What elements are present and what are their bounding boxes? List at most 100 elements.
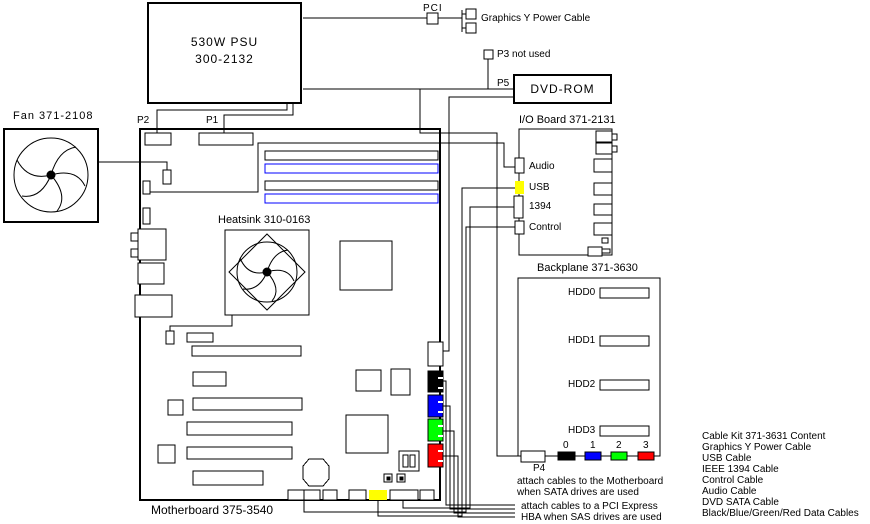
led-display	[398, 450, 420, 472]
io-board-label: I/O Board 371-2131	[519, 114, 616, 126]
cable-data-2	[443, 430, 515, 514]
cable-kit-item-1: Graphics Y Power Cable	[702, 442, 812, 453]
hdd0-label: HDD0	[568, 287, 596, 298]
edge-component	[142, 207, 151, 225]
cable-p1-power	[223, 103, 294, 133]
cable-data-0	[443, 380, 515, 506]
p5-label: P5	[497, 78, 510, 89]
cable-1394	[402, 206, 515, 509]
backplane-label: Backplane 371-3630	[537, 262, 638, 274]
dimm-slot	[191, 345, 302, 357]
front-panel-headers	[287, 489, 435, 501]
board-component	[157, 444, 176, 464]
chipset	[345, 414, 389, 454]
p4-connector	[520, 450, 546, 463]
cable-dvd-sata	[443, 96, 514, 352]
cable-fan	[98, 161, 168, 170]
p3-label: P3 not used	[497, 49, 551, 60]
cable-kit-item-6: DVD SATA Cable	[702, 497, 779, 508]
io-port-audio-label: Audio	[529, 161, 555, 172]
sata-connector-black	[427, 370, 444, 393]
cable-p2-power	[156, 103, 288, 133]
sata-note-line1: attach cables to the Motherboard	[517, 476, 664, 487]
board-component	[186, 332, 214, 343]
audio-header	[142, 180, 151, 195]
psu-part-number: 300-2132	[195, 52, 254, 66]
cable-kit-item-3: IEEE 1394 Cable	[702, 464, 779, 475]
sata-keys	[438, 377, 443, 462]
hdd3-label: HDD3	[568, 425, 596, 436]
control-header	[287, 489, 305, 501]
io-port-1394-label: 1394	[529, 201, 552, 212]
fan-label: Fan 371-2108	[13, 110, 94, 122]
fan-header	[162, 169, 172, 185]
board-component	[192, 371, 227, 387]
cpu-chip	[339, 240, 393, 291]
chipset	[355, 369, 382, 392]
battery	[302, 458, 330, 487]
graphics-cable-label: Graphics Y Power Cable	[481, 13, 591, 24]
sata-connector-blue	[427, 394, 444, 418]
sata-connector-dvd	[427, 341, 444, 367]
io-board-ports	[587, 130, 618, 257]
io-audio-connector	[514, 157, 525, 174]
backplane-port-0	[557, 451, 576, 461]
sata-note-line2: when SATA drives are used	[517, 487, 639, 498]
sas-note-line1: attach cables to a PCI Express	[521, 501, 658, 512]
dvd-rom-box	[513, 74, 612, 104]
p4-label: P4	[533, 463, 546, 474]
io-control-connector	[514, 220, 525, 235]
heatsink-label: Heatsink 310-0163	[218, 214, 311, 226]
io-usb-connector	[515, 181, 524, 194]
io-port-usb-label: USB	[529, 182, 550, 193]
p2-label: P2	[137, 115, 150, 126]
cables	[98, 10, 521, 518]
sata-connector-green	[427, 418, 444, 442]
psu-wattage: 530W PSU	[190, 35, 259, 49]
cable-kit-title: Cable Kit 371-3631 Content	[702, 431, 826, 442]
dimm-slot	[186, 421, 293, 436]
backplane-port-2	[610, 451, 628, 461]
expansion-slots	[264, 150, 439, 204]
usb-header	[369, 490, 387, 500]
cable-dvd-power	[303, 59, 514, 90]
cable-kit-item-4: Control Cable	[702, 475, 764, 486]
io-1394-connector	[513, 195, 524, 219]
cable-graphics-power	[303, 10, 466, 32]
p1-label: P1	[206, 115, 219, 126]
port0-label: 0	[563, 440, 569, 451]
board-component	[167, 399, 184, 416]
sata-connector-red	[427, 443, 444, 468]
sas-note-line2: HBA when SAS drives are used	[521, 512, 662, 523]
p3-connector	[483, 49, 494, 60]
chipset	[390, 368, 411, 396]
p1-connector	[198, 132, 254, 146]
p2-connector	[144, 132, 172, 146]
cable-audio	[150, 142, 516, 193]
fan-blades-icon	[13, 137, 89, 213]
backplane-port-3	[637, 451, 655, 461]
heatsink-fan-icon	[228, 233, 306, 311]
port2-label: 2	[616, 440, 622, 451]
io-port-control-label: Control	[529, 222, 562, 233]
cable-backplane-power	[419, 89, 521, 457]
graphics-y-splitter	[465, 8, 477, 34]
cable-data-1	[443, 405, 515, 510]
cable-usb	[377, 187, 516, 517]
cable-control	[303, 226, 516, 513]
port3-label: 3	[643, 440, 649, 451]
heatsink-fan-lead	[169, 315, 233, 331]
backplane-port-1	[584, 451, 602, 461]
cable-kit-item-7: Black/Blue/Green/Red Data Cables	[702, 508, 859, 519]
1394-header	[389, 489, 419, 501]
pci-power-connector	[426, 12, 439, 25]
hdd1-label: HDD1	[568, 335, 596, 346]
cable-kit-item-5: Audio Cable	[702, 486, 757, 497]
cable-data-3	[443, 455, 515, 518]
heatsink-fan-header	[165, 330, 175, 345]
cable-kit-item-2: USB Cable	[702, 453, 752, 464]
motherboard-label: Motherboard 375-3540	[151, 503, 274, 517]
rear-io-ports	[130, 228, 173, 318]
